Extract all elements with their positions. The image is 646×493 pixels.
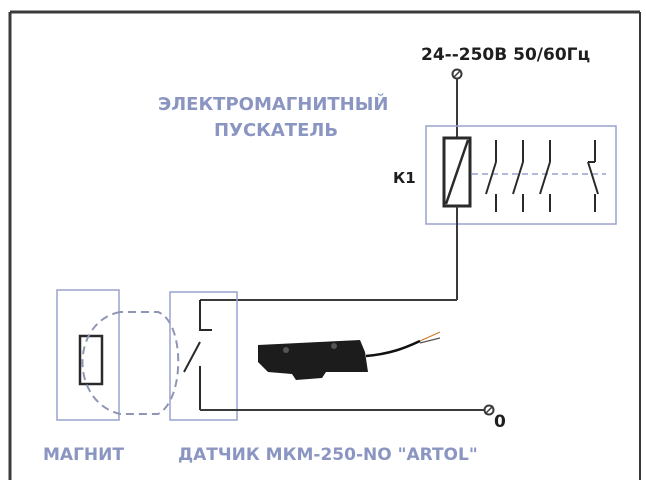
zero-terminal-slash [484,405,494,415]
starter-label-line2: ПУСКАТЕЛЬ [214,120,338,141]
contact-1 [485,140,497,212]
sensor-device-image [258,331,441,380]
magnet [78,334,104,386]
magnet-label: МАГНИТ [43,445,124,465]
contact-2 [512,140,524,212]
contact-4-nc [587,140,599,212]
magnet-box [56,289,120,421]
sensor-box [169,291,238,421]
sensor-label: ДАТЧИК МКМ-250-NO "ARTOL" [178,445,478,465]
starter-label-line1: ЭЛЕКТРОМАГНИТНЫЙ [158,93,388,115]
terminal-slash [452,69,462,79]
magnetic-field [81,311,180,415]
supply-label: 24--250В 50/60Гц [421,45,590,65]
contact-3 [539,140,551,212]
starter-box [425,125,617,225]
zero-label: 0 [494,412,506,432]
reed-switch [183,300,212,410]
relay-designation: К1 [393,169,416,187]
coil-diagonal [444,139,470,205]
